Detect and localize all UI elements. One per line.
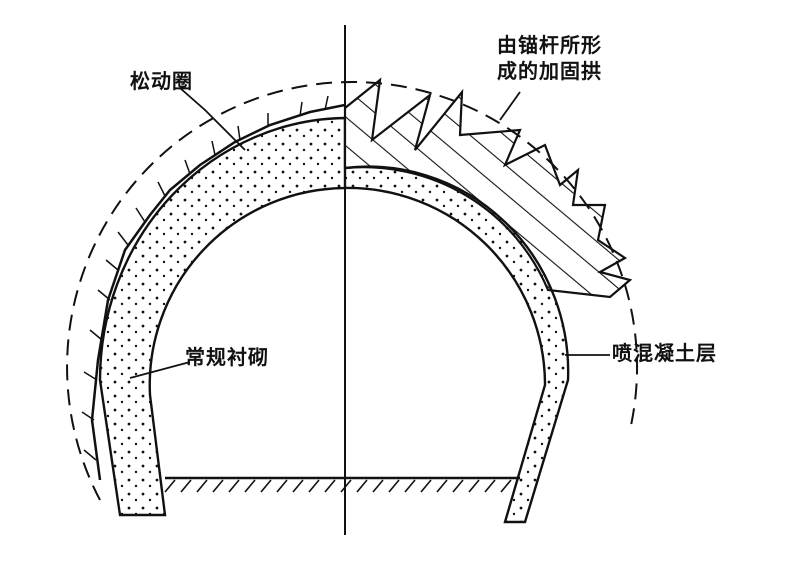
conventional-lining: [81, 95, 345, 517]
leader-lines: [129, 87, 610, 379]
tunnel-floor: [164, 476, 520, 493]
label-bolt-arch-line1: 由锚杆所形: [497, 33, 602, 57]
label-conventional-lining: 常规衬砌: [185, 345, 269, 369]
shotcrete-layer: [345, 165, 570, 524]
loose-zone-rock-surface: [90, 103, 345, 481]
label-shotcrete-layer: 喷混凝土层: [612, 341, 717, 365]
label-loose-zone: 松动圈: [130, 69, 193, 93]
label-bolt-arch-line2: 成的加固拱: [497, 59, 602, 83]
